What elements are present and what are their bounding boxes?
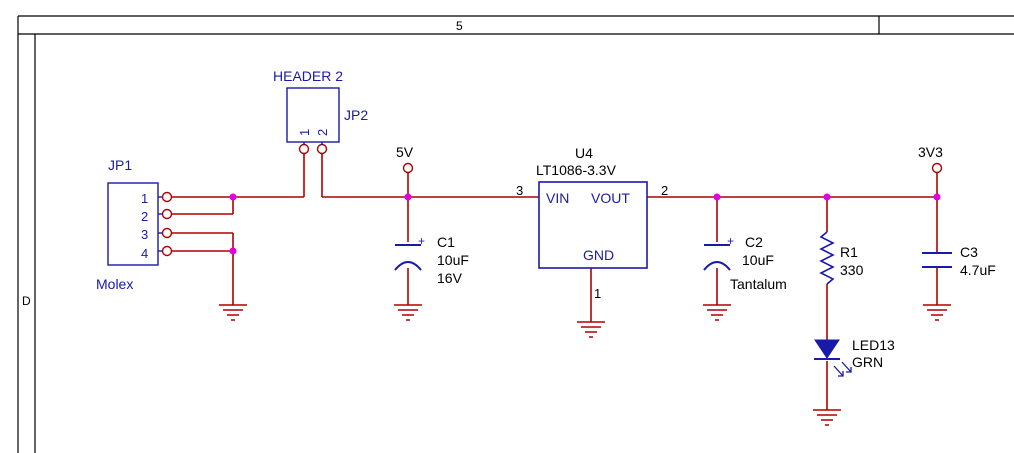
u4-pin-vin: VIN	[546, 190, 569, 206]
led13-ref: LED13	[852, 337, 895, 353]
junction-dot	[713, 193, 721, 201]
power-port-5v: 5V	[396, 144, 414, 174]
c2-polarity: +	[727, 234, 734, 248]
jp1-pin-number: 3	[141, 227, 148, 242]
pin-circle	[161, 208, 173, 220]
c3-ref: C3	[960, 244, 978, 260]
jp1-connector: JP1 Molex 1 2 3 4	[96, 157, 173, 292]
junction-dot	[404, 193, 412, 201]
jp1-pin-number: 1	[141, 191, 148, 206]
r1-resistor: R1 330	[819, 231, 864, 285]
u4-value: LT1086-3.3V	[536, 162, 617, 178]
jp1-ref: JP1	[108, 157, 132, 173]
led13-diode: LED13 GRN	[814, 337, 895, 377]
c1-value: 10uF	[437, 252, 469, 268]
jp1-pin-number: 2	[141, 209, 148, 224]
r1-value: 330	[840, 262, 864, 278]
c1-polarity: +	[418, 234, 425, 248]
u4-pin-vout: VOUT	[591, 190, 630, 206]
wires	[172, 154, 938, 410]
junction-dot	[933, 193, 941, 201]
u4-regulator: U4 LT1086-3.3V VIN VOUT GND 3 2 1	[516, 145, 668, 301]
c1-rating: 16V	[437, 270, 463, 286]
u4-pin-number: 3	[516, 183, 523, 198]
u4-pin-number: 1	[594, 286, 601, 301]
pin-circle	[161, 227, 173, 239]
jp2-header: HEADER 2 JP2 1 2	[273, 68, 368, 155]
ground-symbol	[923, 304, 951, 321]
u4-pin-gnd: GND	[583, 247, 614, 263]
r1-ref: R1	[840, 244, 858, 260]
u4-ref: U4	[575, 145, 593, 161]
zone-label: 5	[456, 19, 463, 33]
junction-dot	[229, 193, 237, 201]
c2-capacitor: + C2 10uF Tantalum	[703, 234, 787, 292]
led13-value: GRN	[852, 354, 883, 370]
c2-ref: C2	[745, 234, 763, 250]
jp1-value: Molex	[96, 276, 133, 292]
c3-value: 4.7uF	[960, 262, 996, 278]
row-label: D	[22, 294, 31, 308]
ground-symbol	[577, 321, 605, 338]
jp2-ref: JP2	[344, 107, 368, 123]
jp2-pin-number: 1	[297, 129, 312, 136]
c2-value: 10uF	[742, 252, 774, 268]
pin-circle	[161, 245, 173, 257]
pin-circle	[316, 143, 328, 155]
jp1-pin-number: 4	[141, 246, 148, 261]
ground-symbol	[394, 304, 422, 321]
ground-symbol	[219, 304, 247, 321]
net-label-5v: 5V	[396, 144, 414, 160]
ground-symbol	[813, 409, 841, 426]
ground-symbol	[703, 304, 731, 321]
junctions	[229, 193, 941, 255]
c2-rating: Tantalum	[730, 276, 787, 292]
power-port-3v3: 3V3	[918, 144, 943, 174]
junction-dot	[823, 193, 831, 201]
jp2-pin-number: 2	[315, 129, 330, 136]
c1-ref: C1	[437, 234, 455, 250]
c1-capacitor: + C1 10uF 16V	[394, 234, 469, 286]
junction-dot	[229, 247, 237, 255]
jp2-value: HEADER 2	[273, 68, 343, 84]
net-label-3v3: 3V3	[918, 144, 943, 160]
u4-pin-number: 2	[661, 183, 668, 198]
drawing-frame	[17, 15, 1014, 453]
pin-circle	[161, 191, 173, 203]
pin-circle	[298, 143, 310, 155]
c3-capacitor: C3 4.7uF	[922, 244, 996, 278]
